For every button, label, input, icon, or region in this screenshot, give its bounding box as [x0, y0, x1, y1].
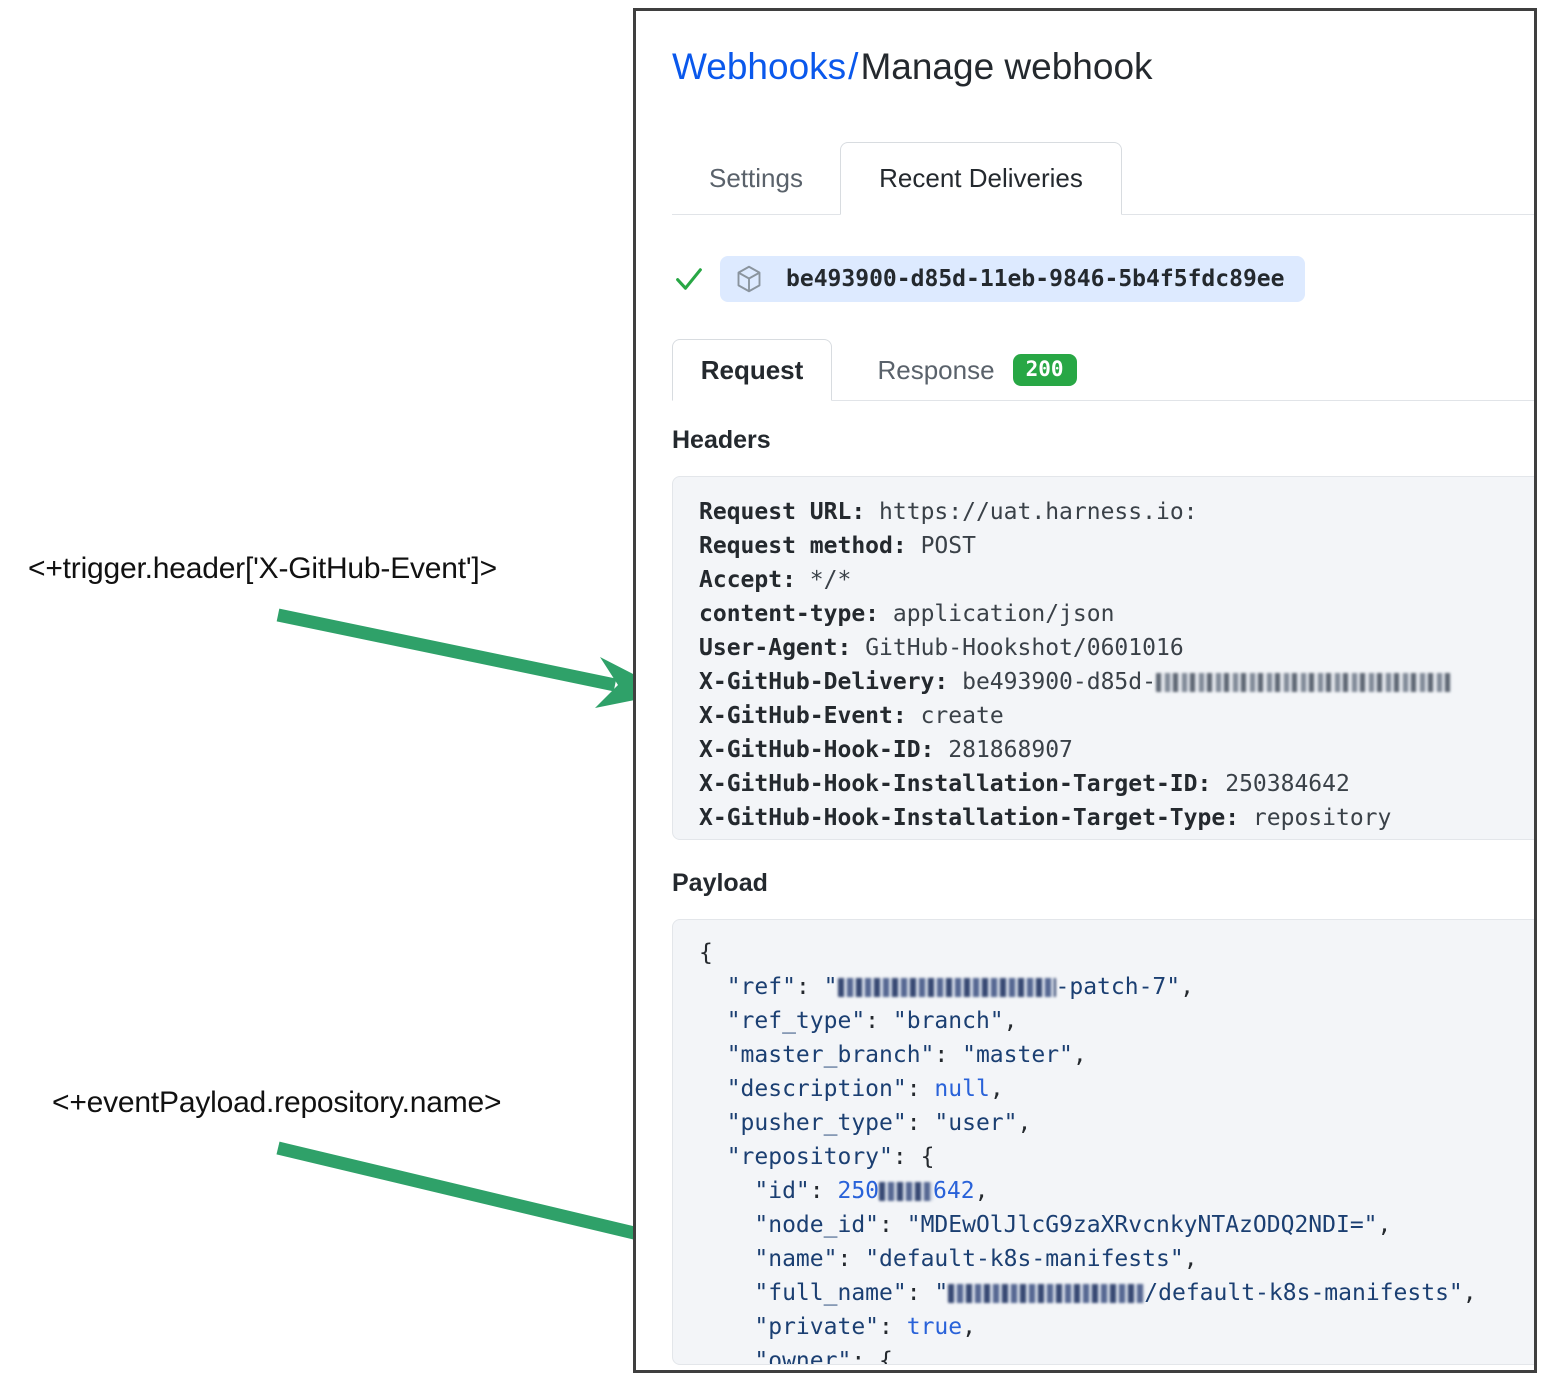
header-row: Request method: POST	[699, 533, 976, 559]
status-badge: 200	[1012, 354, 1077, 386]
payload-line: "master_branch": "master",	[699, 1042, 1087, 1068]
tab-recent-deliveries[interactable]: Recent Deliveries	[840, 142, 1122, 215]
headers-section-label: Headers	[672, 426, 771, 454]
redaction-block	[879, 1182, 934, 1201]
annotation-trigger-header: <+trigger.header['X-GitHub-Event']>	[28, 552, 497, 585]
payload-line: {	[699, 940, 713, 966]
tabstrip-request-response: Request Response 200	[672, 327, 1534, 401]
payload-line: "ref": "-patch-7",	[699, 974, 1194, 1000]
payload-code-box: { "ref": "-patch-7", "ref_type": "branch…	[672, 919, 1534, 1365]
header-row: X-GitHub-Hook-ID: 281868907	[699, 737, 1073, 763]
header-row: X-GitHub-Event: create	[699, 703, 1004, 729]
payload-section-label: Payload	[672, 869, 768, 897]
headers-code-box: Request URL: https://uat.harness.io: Req…	[672, 476, 1534, 840]
annotation-event-payload: <+eventPayload.repository.name>	[52, 1086, 502, 1119]
tab-recent-deliveries-label: Recent Deliveries	[879, 163, 1083, 193]
header-row: Request URL: https://uat.harness.io:	[699, 499, 1198, 525]
header-row: content-type: application/json	[699, 601, 1115, 627]
delivery-id-text: be493900-d85d-11eb-9846-5b4f5fdc89ee	[786, 266, 1285, 292]
delivery-id-pill[interactable]: be493900-d85d-11eb-9846-5b4f5fdc89ee	[720, 256, 1305, 302]
delivery-row[interactable]: be493900-d85d-11eb-9846-5b4f5fdc89ee	[672, 254, 1305, 304]
breadcrumb-link-webhooks[interactable]: Webhooks	[672, 46, 847, 87]
redaction-block	[948, 1284, 1145, 1303]
tab-settings-label: Settings	[709, 163, 803, 193]
tabstrip-inner-underline	[672, 400, 1534, 401]
payload-line: "repository": {	[699, 1144, 935, 1170]
breadcrumb: Webhooks/Manage webhook	[672, 44, 1153, 90]
payload-line: "pusher_type": "user",	[699, 1110, 1032, 1136]
redaction-block	[837, 978, 1056, 997]
payload-line: "name": "default-k8s-manifests",	[699, 1246, 1198, 1272]
tab-response-label: Response	[877, 354, 995, 385]
tab-settings[interactable]: Settings	[672, 142, 840, 215]
tab-request[interactable]: Request	[672, 339, 832, 401]
payload-line: "ref_type": "branch",	[699, 1008, 1018, 1034]
payload-line: "full_name": "/default-k8s-manifests",	[699, 1280, 1477, 1306]
header-row: Accept: */*	[699, 567, 852, 593]
tab-response[interactable]: Response 200	[832, 339, 1122, 401]
header-row: User-Agent: GitHub-Hookshot/0601016	[699, 635, 1184, 661]
header-row: X-GitHub-Delivery: be493900-d85d-	[699, 665, 1534, 699]
annotation-arrow-1	[276, 608, 670, 708]
breadcrumb-separator: /	[848, 46, 859, 87]
cube-icon	[737, 265, 761, 293]
redaction-block	[1155, 673, 1451, 692]
payload-line: "description": null,	[699, 1076, 1004, 1102]
page-title: Manage webhook	[860, 46, 1153, 87]
payload-line: "private": true,	[699, 1314, 976, 1340]
header-row: X-GitHub-Hook-Installation-Target-ID: 25…	[699, 771, 1350, 797]
payload-line: "node_id": "MDEwOlJlcG9zaXRvcnkyNTAzODQ2…	[699, 1212, 1392, 1238]
payload-line: "owner": {	[699, 1348, 893, 1365]
check-icon	[676, 268, 702, 290]
header-row: X-GitHub-Hook-Installation-Target-Type: …	[699, 805, 1392, 831]
tab-request-label: Request	[700, 354, 804, 385]
tabstrip-primary: Settings Recent Deliveries	[672, 123, 1534, 215]
webhook-panel: Webhooks/Manage webhook Settings Recent …	[633, 8, 1537, 1373]
